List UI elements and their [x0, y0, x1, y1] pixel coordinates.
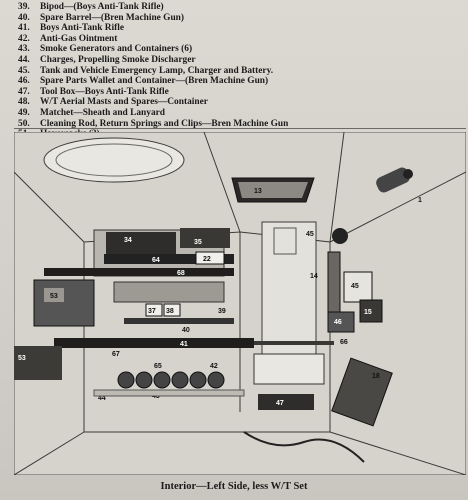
callout-39: 39 — [218, 308, 226, 315]
callout-42: 42 — [210, 363, 218, 370]
hatch-ring — [43, 137, 185, 183]
callout-53-lower: 53 — [18, 355, 26, 362]
callout-38: 38 — [166, 308, 174, 315]
legend-item: 44.Charges, Propelling Smoke Discharger — [18, 54, 196, 65]
crate-53-panel — [44, 288, 64, 302]
callout-67: 67 — [112, 351, 120, 358]
callout-45-top: 45 — [306, 231, 314, 238]
legend-item: 46.Spare Parts Wallet and Container—(Bre… — [18, 76, 269, 87]
legend-item: 39.Bipod—(Boys Anti-Tank Rifle) — [18, 2, 164, 12]
vision-block-glass — [238, 182, 308, 198]
callout-37: 37 — [148, 308, 156, 315]
legend-item: 49.Matchet—Sheath and Lanyard — [18, 107, 166, 118]
callout-45-lower: 45 — [351, 283, 359, 290]
legend-item: 45.Tank and Vehicle Emergency Lamp, Char… — [18, 65, 274, 76]
callout-65: 65 — [154, 363, 162, 370]
rod-68 — [44, 268, 234, 276]
hatch-inner-ring — [55, 143, 173, 177]
callout-41: 41 — [180, 341, 188, 348]
anti-tank-rifle — [54, 338, 254, 348]
legend-item: 48.W/T Aerial Masts and Spares—Container — [18, 97, 208, 108]
callout-22: 22 — [203, 256, 211, 263]
diagram-caption: Interior—Left Side, less W/T Set — [160, 481, 308, 492]
callout-1: 1 — [418, 197, 422, 204]
callout-44: 44 — [98, 395, 106, 402]
callout-18: 18 — [372, 373, 380, 380]
callout-47: 47 — [276, 400, 284, 407]
callout-46: 46 — [334, 319, 342, 326]
legend-item: 50.Cleaning Rod, Return Springs and Clip… — [18, 118, 289, 129]
crate-53-lower — [14, 346, 62, 380]
parts-legend: 39.Bipod—(Boys Anti-Tank Rifle) 40.Spare… — [18, 2, 458, 140]
ammo-crate-18 — [331, 357, 393, 427]
tool-rack: 37 38 39 40 — [113, 281, 234, 334]
callout-68: 68 — [177, 270, 185, 277]
callout-40: 40 — [182, 327, 190, 334]
section-divider — [14, 128, 466, 129]
floor-cable — [243, 431, 365, 463]
door-window — [273, 227, 297, 255]
callout-15: 15 — [364, 309, 372, 316]
callout-35: 35 — [194, 239, 202, 246]
legend-item: 40.Spare Barrel—(Bren Machine Gun) — [18, 12, 185, 23]
floor-shelf — [93, 389, 245, 397]
callout-13: 13 — [254, 188, 262, 195]
callout-34: 34 — [124, 237, 132, 244]
container-35 — [180, 228, 230, 248]
callout-14: 14 — [310, 273, 318, 280]
emergency-lamp-and-battery: 45 14 45 15 46 66 — [306, 228, 383, 346]
legend-item: 43.Smoke Generators and Containers (6) — [18, 44, 193, 55]
crate-53 — [33, 279, 95, 327]
legend-item: 42.Anti-Gas Ointment — [18, 33, 118, 44]
periscope-fitting: 1 — [376, 167, 422, 204]
callout-53-upper: 53 — [50, 293, 58, 300]
callout-64: 64 — [152, 257, 160, 264]
rifle-barrel-extension — [254, 341, 334, 345]
gun-barrel-64 — [104, 254, 234, 264]
tank-interior-diagram: 13 1 34 35 64 22 68 53 37 38 39 40 41 67… — [14, 132, 466, 475]
magazine-22 — [195, 251, 225, 265]
callout-66: 66 — [340, 339, 348, 346]
side-door-panel — [261, 221, 317, 363]
seat-cushion — [253, 353, 325, 385]
legend-item: 47.Tool Box—Boys Anti-Tank Rifle — [18, 86, 169, 97]
smoke-generators — [117, 371, 225, 389]
tool-box-47 — [258, 394, 314, 410]
legend-item: 41.Boys Anti-Tank Rifle — [18, 23, 125, 34]
